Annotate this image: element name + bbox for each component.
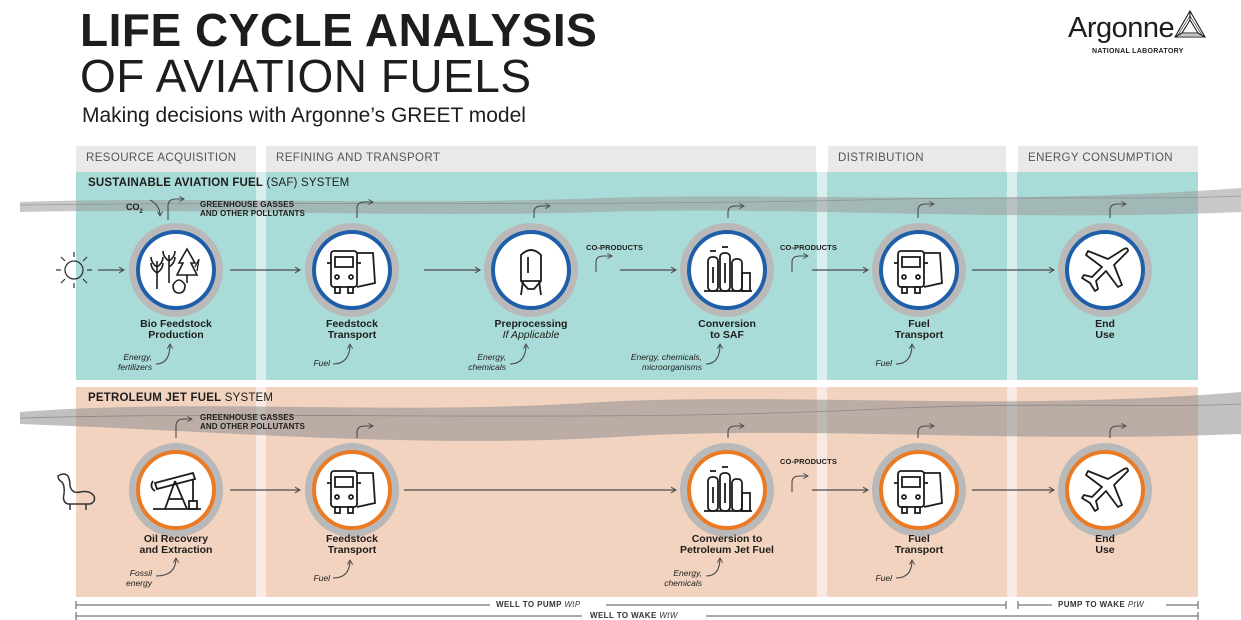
sun-icon [56, 252, 92, 288]
saf-coproducts-label-1: CO-PRODUCTS [586, 243, 643, 252]
title-line-1: LIFE CYCLE ANALYSIS [80, 4, 598, 56]
stage-refining-and-transport: REFINING AND TRANSPORT [266, 146, 816, 172]
truck-icon [327, 250, 376, 294]
airplane-icon [1081, 467, 1129, 512]
saf-input-energy-fertilizers: Energy,fertilizers [117, 352, 152, 372]
logo-triangle-icon [1174, 9, 1206, 38]
airplane-icon [1081, 247, 1129, 292]
co2-label: CO2 [126, 202, 143, 215]
truck-icon [894, 250, 943, 294]
dinosaur-icon [57, 473, 96, 510]
pet-node-end-use [1058, 443, 1152, 537]
refinery-tanks-icon [704, 466, 752, 512]
silo-icon [520, 249, 542, 296]
refinery-tanks-icon [704, 246, 752, 292]
pet-input-fuel-2: Fuel [875, 573, 892, 583]
well-to-pump-label: WELL TO PUMP WtP [496, 600, 581, 609]
stage-divider [1007, 172, 1017, 597]
stage-energy-consumption: ENERGY CONSUMPTION [1018, 146, 1198, 172]
stage-resource-acquisition: RESOURCE ACQUISITION [76, 146, 256, 172]
petroleum-coproducts-label: CO-PRODUCTS [780, 457, 837, 466]
pet-node-fuel-transport [872, 443, 966, 537]
petroleum-emission-haze [20, 392, 1241, 441]
saf-input-energy-chemicals: Energy,chemicals [468, 352, 506, 372]
pump-to-wake-label: PUMP TO WAKE PtW [1058, 600, 1145, 609]
saf-node-end-use [1058, 223, 1152, 317]
pet-node-feedstock-transport [305, 443, 399, 537]
pet-input-fuel: Fuel [313, 573, 330, 583]
oil-pump-jack-icon [150, 471, 201, 510]
pet-input-energy-chemicals: Energy,chemicals [664, 568, 702, 588]
stage-divider [256, 172, 266, 597]
pet-node-conversion [680, 443, 774, 537]
saf-coproducts-label-2: CO-PRODUCTS [780, 243, 837, 252]
stage-divider [817, 172, 827, 597]
saf-node-bio-feedstock [129, 223, 223, 317]
saf-node-preprocessing [484, 223, 578, 317]
petroleum-panel-title: PETROLEUM JET FUEL SYSTEM [88, 392, 274, 404]
stage-distribution: DISTRIBUTION [828, 146, 1006, 172]
saf-input-energy-chemicals-microorganisms: Energy, chemicals,microorganisms [630, 352, 702, 372]
saf-node-fuel-transport [872, 223, 966, 317]
well-to-wake-label: WELL TO WAKE WtW [590, 611, 678, 620]
saf-input-fuel-2: Fuel [875, 358, 892, 368]
truck-icon [894, 470, 943, 514]
saf-emission-haze [20, 188, 1241, 216]
saf-node-feedstock-transport [305, 223, 399, 317]
logo-subtitle: NATIONAL LABORATORY [1092, 48, 1184, 55]
saf-input-fuel: Fuel [313, 358, 330, 368]
saf-panel-title: SUSTAINABLE AVIATION FUEL (SAF) SYSTEM [88, 177, 350, 189]
pet-node-oil-recovery [129, 443, 223, 537]
crops-trees-icon [150, 247, 200, 294]
subtitle: Making decisions with Argonne’s GREET mo… [82, 104, 526, 127]
saf-node-conversion [680, 223, 774, 317]
argonne-logo: Argonne NATIONAL LABORATORY [1068, 8, 1228, 68]
title-line-2: OF AVIATION FUELS [80, 50, 532, 102]
truck-icon [327, 470, 376, 514]
logo-wordmark: Argonne [1068, 12, 1175, 44]
